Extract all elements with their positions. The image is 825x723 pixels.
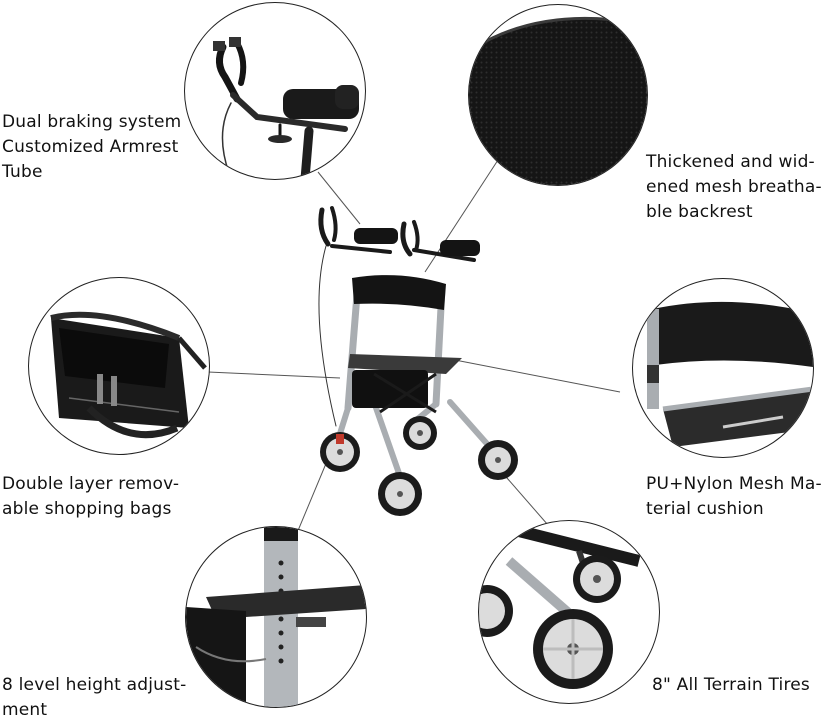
label-backrest: Thickened and wid- ened mesh breatha- bl… <box>646 150 822 225</box>
label-armrest-line-3: Tube <box>2 162 43 182</box>
armrest-detail-image <box>184 2 366 180</box>
leader-armrest <box>317 171 361 225</box>
label-bags-line-2: able shopping bags <box>2 499 172 519</box>
label-bags-line-1: Double layer remov- <box>2 474 180 494</box>
front-left-wheel <box>378 472 422 516</box>
label-backrest-line-1: Thickened and wid- <box>646 152 815 172</box>
leader-tires <box>499 469 549 526</box>
seat-cushion-image <box>632 278 814 458</box>
label-cushion-line-2: terial cushion <box>646 499 764 519</box>
label-armrest-line-2: Customized Armrest <box>2 137 179 157</box>
front-right-wheel <box>478 440 518 480</box>
rear-left-wheel <box>320 432 360 472</box>
label-cushion: PU+Nylon Mesh Ma- terial cushion <box>646 472 822 522</box>
backrest-mesh-image <box>468 4 648 186</box>
leader-bags <box>207 371 341 379</box>
label-cushion-line-1: PU+Nylon Mesh Ma- <box>646 474 822 494</box>
height-adjustment-image <box>185 526 367 708</box>
label-height-line-1: 8 level height adjust- <box>2 675 187 695</box>
label-tires-line-1: 8" All Terrain Tires <box>652 675 810 695</box>
label-backrest-line-3: ble backrest <box>646 202 753 222</box>
label-height-line-2: ment <box>2 700 48 720</box>
label-armrest: Dual braking system Customized Armrest T… <box>2 110 181 185</box>
tires-detail-image <box>478 520 660 704</box>
rear-right-wheel <box>403 416 437 450</box>
label-bags: Double layer remov- able shopping bags <box>2 472 179 522</box>
shopping-bag-image <box>28 277 210 455</box>
walker-illustration <box>318 206 518 516</box>
label-armrest-line-1: Dual braking system <box>2 112 182 132</box>
label-tires: 8" All Terrain Tires <box>652 673 810 698</box>
leader-cushion <box>454 359 621 393</box>
label-height: 8 level height adjust- ment <box>2 673 186 723</box>
label-backrest-line-2: ened mesh breatha- <box>646 177 822 197</box>
